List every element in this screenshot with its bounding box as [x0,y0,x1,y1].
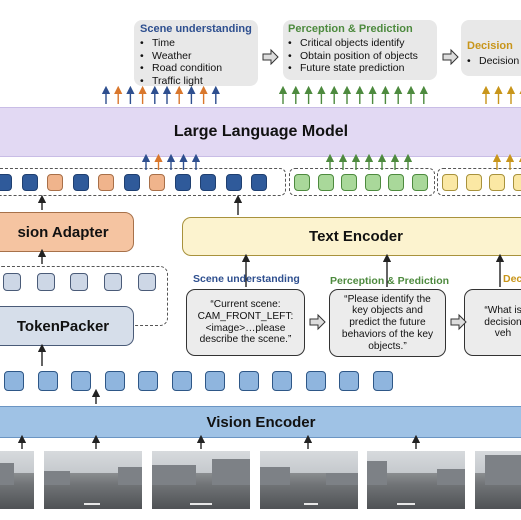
vision-encoder-block: Vision Encoder [0,406,521,438]
prompt-perception-box: “Please identify the key objects and pre… [329,289,446,357]
scene-understanding-title: Scene understanding [140,23,252,35]
llm-input-token [0,174,12,191]
packed-token [37,273,55,291]
packed-token [104,273,122,291]
packed-token [138,273,156,291]
camera-image-2 [44,451,142,509]
perception-prediction-list: Critical objects identify Obtain positio… [286,37,418,75]
llm-input-token [341,174,357,191]
llm-input-token [225,174,242,191]
list-item: Road condition [138,62,222,75]
llm-input-token [149,174,165,191]
list-item: Future state prediction [286,62,418,75]
visual-token [305,371,326,391]
llm-input-token [388,174,404,191]
large-language-model-label: Large Language Model [173,123,349,140]
visual-token [4,371,24,391]
tokenpacker-block: TokenPacker [0,306,134,346]
text-encoder-label: Text Encoder [309,228,403,245]
visual-token [238,371,259,391]
llm-input-token [174,174,191,191]
list-item: Time [138,37,222,50]
flow-arrow-1 [262,48,279,66]
list-item: Critical objects identify [286,37,418,50]
prompt-perception-text: “Please identify the key objects and pre… [341,293,434,352]
tokenpacker-label: TokenPacker [16,317,110,335]
flow-arrow-3 [309,313,326,331]
camera-image-4 [260,451,358,509]
camera-image-1 [0,451,34,509]
llm-input-token [200,174,216,191]
visual-token [339,371,359,391]
prompt-decision-text: “What is decision veh [484,304,521,340]
scene-understanding-list: Time Weather Road condition Traffic ligh… [138,37,222,87]
vision-adapter-block: sion Adapter [0,212,134,252]
list-item: Traffic light [138,75,222,88]
prompt-perception-label: Perception & Prediction [330,275,450,287]
decision-box: Decision Decision [461,20,521,76]
llm-input-token [72,174,89,191]
decision-list: Decision [465,55,519,68]
visual-token [171,371,192,391]
llm-input-token [98,174,114,191]
list-item: Weather [138,50,222,63]
text-encoder-block: Text Encoder [182,217,521,256]
llm-input-token [465,174,482,191]
camera-image-5 [367,451,465,509]
llm-input-token [21,174,38,191]
vision-encoder-label: Vision Encoder [206,413,316,431]
llm-input-token [442,174,458,191]
llm-input-token [489,174,505,191]
camera-image-6 [475,451,521,509]
perception-prediction-title: Perception & Prediction [288,23,413,35]
decision-title: Decision [467,40,513,52]
token-group-perception [289,168,435,196]
flow-arrow-2 [442,48,459,66]
llm-input-token [294,174,310,191]
flow-arrow-4 [450,313,467,331]
token-group-decision [437,168,521,196]
llm-input-token [47,174,63,191]
llm-input-token [251,174,267,191]
visual-token [205,371,225,391]
visual-token [272,371,292,391]
packed-token [3,273,21,291]
list-item: Obtain position of objects [286,50,418,63]
prompt-decision-label: Dec [503,273,521,285]
perception-prediction-box: Perception & Prediction Critical objects… [283,20,437,80]
llm-input-token [123,174,140,191]
visual-token [372,371,393,391]
vision-adapter-label: sion Adapter [17,223,109,241]
llm-input-token [512,174,521,191]
token-group-vision [0,168,286,196]
large-language-model-block: Large Language Model [0,107,521,157]
scene-understanding-box: Scene understanding Time Weather Road co… [134,20,258,87]
list-item: Decision [465,55,519,68]
llm-input-token [317,174,334,191]
llm-input-token [364,174,381,191]
visual-token [104,371,125,391]
prompt-scene-box: “Current scene: CAM_FRONT_LEFT: <image>…… [186,289,305,356]
llm-input-token [411,174,428,191]
prompt-scene-text: “Current scene: CAM_FRONT_LEFT: <image>…… [197,298,294,346]
visual-token [37,371,58,391]
packed-token [70,273,88,291]
camera-image-3 [152,451,250,509]
visual-token [138,371,158,391]
visual-token [71,371,91,391]
